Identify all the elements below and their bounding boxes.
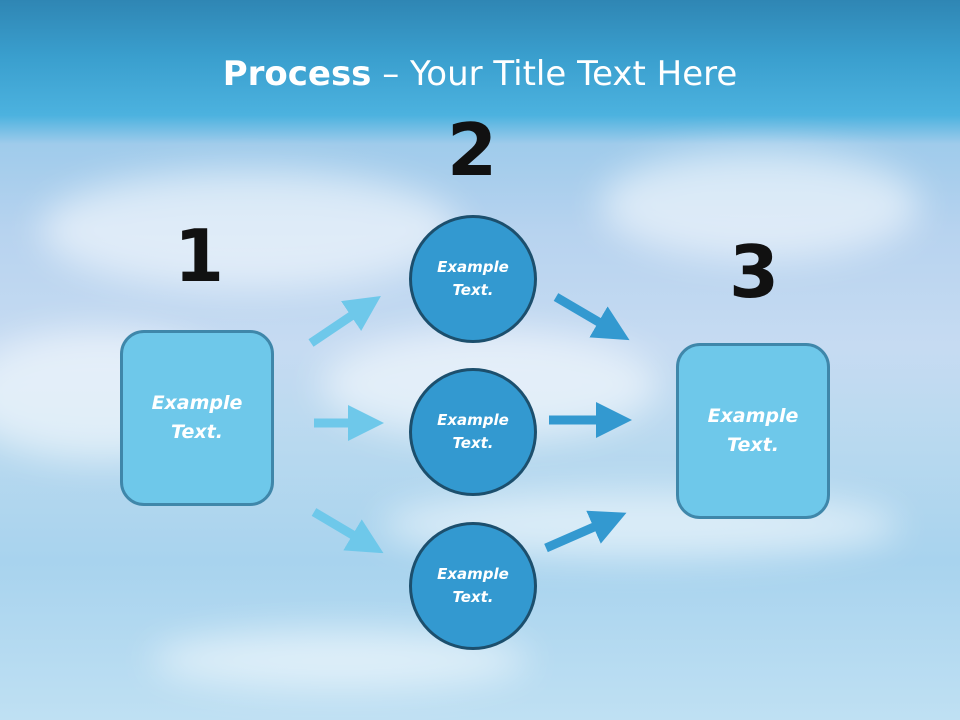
- right-process-box[interactable]: Example Text.: [676, 343, 830, 519]
- circle-top-label: Example Text.: [437, 258, 509, 299]
- arrow-circle-bottom-to-box: [544, 510, 627, 553]
- slide-title: Process – Your Title Text Here: [0, 52, 960, 96]
- arrow-box-to-circle-bottom: [311, 508, 384, 554]
- step-number-1: 1: [173, 214, 225, 298]
- circle-top[interactable]: Example Text.: [409, 215, 537, 343]
- title-bold: Process: [222, 54, 372, 94]
- arrow-circle-top-to-box: [553, 293, 630, 341]
- cloud-shape: [600, 150, 920, 260]
- step-number-3: 3: [728, 230, 780, 314]
- circle-bottom-label: Example Text.: [437, 565, 509, 606]
- circle-middle-label: Example Text.: [437, 411, 509, 452]
- circle-middle[interactable]: Example Text.: [409, 368, 537, 496]
- title-rest: – Your Title Text Here: [371, 54, 738, 94]
- right-box-label: Example Text.: [707, 405, 799, 456]
- left-box-label: Example Text.: [151, 392, 243, 443]
- cloud-shape: [40, 170, 460, 290]
- step-number-2: 2: [446, 108, 498, 192]
- arrow-box-to-circle-top: [308, 295, 381, 347]
- circle-bottom[interactable]: Example Text.: [409, 522, 537, 650]
- left-process-box[interactable]: Example Text.: [120, 330, 274, 506]
